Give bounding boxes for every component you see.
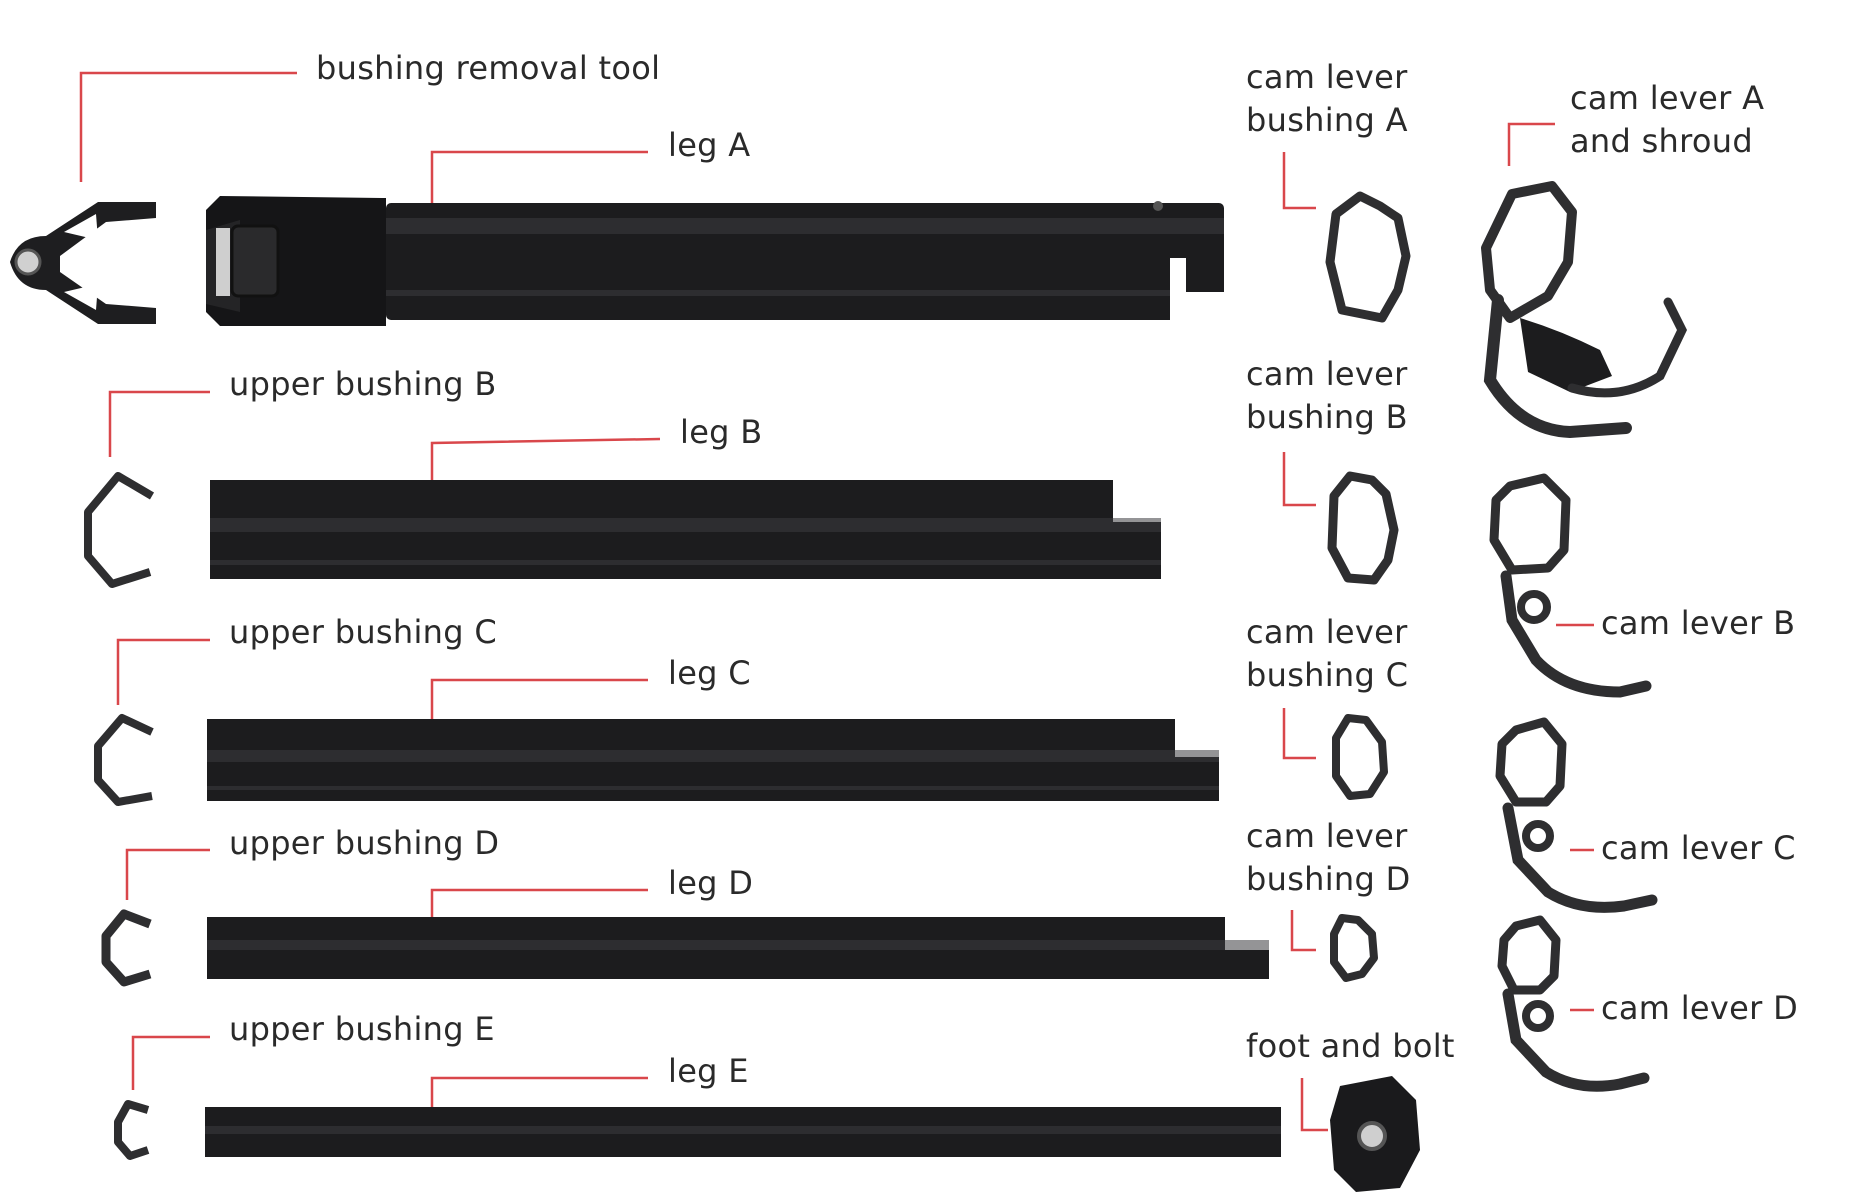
- leg-a-part: [206, 196, 1224, 326]
- label-cam-lever-a-and-shroud-line2: and shroud: [1570, 122, 1753, 160]
- foot-and-bolt-part: [1330, 1076, 1420, 1192]
- leader-upper-bushing-d: [125, 848, 210, 900]
- cam-lever-bushing-b-part: [1327, 471, 1399, 585]
- label-cam-lever-a-and-shroud: cam lever A and shroud: [1570, 77, 1764, 163]
- leg-b-part: [210, 480, 1161, 579]
- label-cam-lever-bushing-d: cam lever bushing D: [1246, 815, 1411, 901]
- label-cam-lever-bushing-a-line1: cam lever: [1246, 58, 1408, 96]
- upper-bushing-d-part: [101, 909, 152, 987]
- leader-cam-lever-bushing-d: [1290, 910, 1316, 952]
- upper-bushing-b-part: [84, 472, 155, 588]
- label-upper-bushing-b: upper bushing B: [229, 365, 497, 403]
- label-leg-c: leg C: [668, 654, 751, 692]
- label-cam-lever-bushing-d-line2: bushing D: [1246, 860, 1411, 898]
- label-upper-bushing-e: upper bushing E: [229, 1010, 495, 1048]
- label-cam-lever-bushing-d-line1: cam lever: [1246, 817, 1408, 855]
- upper-bushing-e-part: [114, 1100, 150, 1160]
- cam-lever-bushing-d-part: [1330, 914, 1378, 982]
- leader-upper-bushing-e: [131, 1035, 210, 1090]
- leg-c-part: [207, 719, 1219, 801]
- label-cam-lever-d: cam lever D: [1601, 989, 1799, 1027]
- label-cam-lever-bushing-b: cam lever bushing B: [1246, 353, 1408, 439]
- leg-d-part: [207, 917, 1269, 979]
- label-cam-lever-c: cam lever C: [1601, 829, 1796, 867]
- cam-lever-bushing-a-part: [1325, 191, 1411, 323]
- label-bushing-removal-tool: bushing removal tool: [316, 49, 661, 87]
- cam-lever-b-part: [1489, 473, 1652, 698]
- leader-upper-bushing-b: [108, 390, 210, 457]
- label-cam-lever-bushing-c: cam lever bushing C: [1246, 611, 1408, 697]
- upper-bushing-c-part: [94, 714, 154, 806]
- label-cam-lever-b: cam lever B: [1601, 604, 1796, 642]
- label-upper-bushing-d: upper bushing D: [229, 824, 500, 862]
- label-leg-b: leg B: [680, 413, 763, 451]
- label-cam-lever-a-and-shroud-line1: cam lever A: [1570, 79, 1765, 117]
- leg-e-part: [205, 1107, 1281, 1157]
- label-upper-bushing-c: upper bushing C: [229, 613, 497, 651]
- leader-upper-bushing-c: [116, 638, 210, 705]
- leader-cam-lever-bushing-a: [1282, 152, 1316, 210]
- label-cam-lever-bushing-b-line1: cam lever: [1246, 355, 1408, 393]
- leader-foot-and-bolt: [1300, 1078, 1328, 1132]
- leader-cam-lever-bushing-b: [1282, 452, 1316, 507]
- leader-cam-lever-a-and-shroud: [1507, 122, 1555, 166]
- label-cam-lever-bushing-a: cam lever bushing A: [1246, 56, 1408, 142]
- label-cam-lever-bushing-a-line2: bushing A: [1246, 101, 1408, 139]
- leader-bushing-removal-tool: [79, 71, 297, 182]
- label-cam-lever-bushing-c-line2: bushing C: [1246, 656, 1409, 694]
- label-leg-a: leg A: [668, 126, 751, 164]
- label-foot-and-bolt: foot and bolt: [1246, 1027, 1455, 1065]
- bushing-removal-tool-part: [10, 202, 156, 324]
- cam-lever-c-part: [1495, 717, 1658, 913]
- label-leg-e: leg E: [668, 1052, 749, 1090]
- cam-lever-bushing-c-part: [1332, 714, 1388, 800]
- leader-cam-lever-bushing-c: [1282, 708, 1316, 760]
- label-leg-d: leg D: [668, 864, 754, 902]
- label-cam-lever-bushing-b-line2: bushing B: [1246, 398, 1408, 436]
- cam-lever-d-part: [1497, 915, 1650, 1092]
- cam-lever-a-and-shroud-part: [1481, 181, 1688, 439]
- label-cam-lever-bushing-c-line1: cam lever: [1246, 613, 1408, 651]
